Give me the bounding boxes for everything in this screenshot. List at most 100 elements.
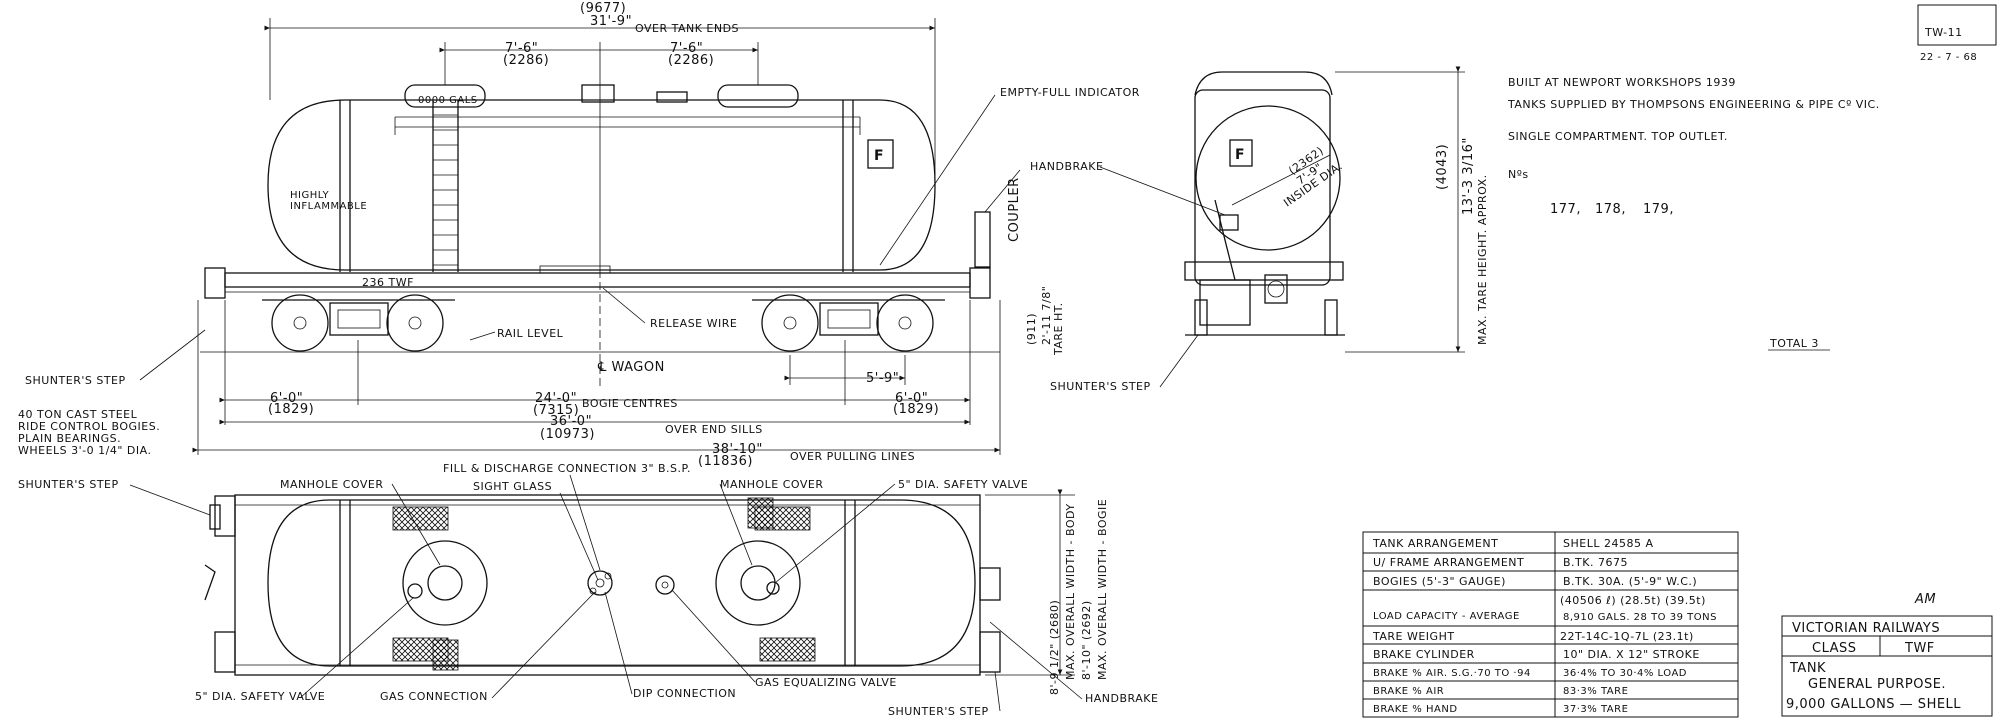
side-rail-level: RAIL LEVEL [497, 327, 564, 340]
side-empty-full-label: EMPTY-FULL INDICATOR [1000, 86, 1140, 99]
side-shunters-step-label: SHUNTER'S STEP [25, 374, 126, 387]
spec-table: TANK ARRANGEMENT SHELL 24585 A U/ FRAME … [1362, 531, 1739, 718]
end-elevation: F (2362) 7'-9" INSIDE DIA. (4043) 13'-3 … [1030, 66, 1489, 393]
spec-row-cylinder-label: BRAKE CYLINDER [1373, 648, 1475, 661]
note-nos-label: Nºs [1508, 168, 1529, 181]
side-underframe [224, 272, 971, 288]
end-tank-circle [1195, 105, 1341, 251]
plan-manhole-right-label: MANHOLE COVER [720, 478, 824, 491]
spec-row-uframe-value: B.TK. 7675 [1563, 556, 1628, 569]
side-tare-ht: TARE HT. [1052, 302, 1065, 356]
plan-gas-equalizing-label: GAS EQUALIZING VALVE [755, 676, 897, 689]
side-over-tank-ends-mm: (9677) [580, 1, 626, 16]
bogie-note-line4: WHEELS 3'-0 1/4" DIA. [18, 444, 151, 457]
plan-safety-valve-bottom-label: 5" DIA. SAFETY VALVE [195, 690, 325, 703]
title-block: VICTORIAN RAILWAYS CLASS TWF TANK GENERA… [1781, 592, 1993, 717]
spec-row-tank-label: TANK ARRANGEMENT [1372, 537, 1498, 550]
sheet-number: TW-11 [1924, 26, 1963, 39]
plan-fill-discharge-label: FILL & DISCHARGE CONNECTION 3" B.S.P. [443, 462, 691, 475]
spec-row-bogies-label: BOGIES (5'-3" GAUGE) [1373, 575, 1506, 588]
side-tank-body [267, 99, 936, 271]
spec-row-load-label: LOAD CAPACITY - AVERAGE [1373, 611, 1520, 622]
note-tanks: TANKS SUPPLIED BY THOMPSONS ENGINEERING … [1507, 98, 1880, 111]
side-placard [867, 139, 894, 169]
side-over-pulling-label: OVER PULLING LINES [790, 450, 915, 463]
side-overhang-left: 6'-0" [270, 391, 303, 406]
spec-row-load-value-top: (40506 ℓ) (28.5t) (39.5t) [1560, 594, 1706, 607]
plan-width-body-label: MAX. OVERALL WIDTH - BODY [1064, 503, 1077, 680]
plan-dip-connection [655, 575, 675, 595]
spec-row-brake-air-sg-label: BRAKE % AIR. S.G.·70 TO ·94 [1373, 668, 1531, 679]
plan-manhole-left-label: MANHOLE COVER [280, 478, 384, 491]
side-gals-label: 0000 GALS [418, 95, 478, 106]
plan-shunters-step-top-label: SHUNTER'S STEP [18, 478, 119, 491]
plan-shunters-step-bottom-label: SHUNTER'S STEP [888, 705, 989, 718]
spec-row-tare-label: TARE WEIGHT [1372, 630, 1455, 643]
side-over-sills-label: OVER END SILLS [665, 423, 763, 436]
side-wagon-centreline: ℄ WAGON [597, 360, 665, 375]
side-bogie-centres-label: BOGIE CENTRES [582, 397, 678, 410]
plan-safety-valve-top-label: 5" DIA. SAFETY VALVE [898, 478, 1028, 491]
spec-row-brake-air-value: 83·3% TARE [1563, 686, 1628, 697]
side-overhang-right: 6'-0" [895, 391, 928, 406]
side-release-wire: RELEASE WIRE [650, 317, 737, 330]
side-elevation: 0000 GALS F HIGHLY INFLAMMABLE 236 TWF [25, 1, 1140, 469]
side-bogie-left [262, 294, 455, 352]
plan-walkway-hatch-br [759, 637, 816, 662]
plan-ladder-hatch-bottom [432, 639, 459, 671]
spec-row-cylinder-value: 10" DIA. X 12" STROKE [1563, 648, 1700, 661]
plan-handbrake-label: HANDBRAKE [1085, 692, 1158, 705]
svg-text:F: F [874, 148, 884, 164]
plan-manhole-right [715, 540, 801, 626]
side-ladder [432, 100, 459, 272]
note-number-3: 179, [1643, 202, 1674, 217]
title-class-label: CLASS [1812, 641, 1857, 656]
title-line3: 9,000 GALLONS — SHELL [1786, 697, 1961, 712]
plan-width-bogie: 8'-10" (2692) [1080, 600, 1093, 680]
spec-row-tare-value: 22T-14C-1Q-7L (23.1t) [1560, 630, 1694, 643]
spec-row-brake-air-sg-value: 36·4% TO 30·4% LOAD [1563, 668, 1687, 679]
note-number-2: 178, [1595, 202, 1626, 217]
bogie-note: 40 TON CAST STEEL RIDE CONTROL BOGIES. P… [18, 408, 160, 457]
note-number-1: 177, [1550, 202, 1581, 217]
side-over-tank-ends: 31'-9" [590, 14, 632, 29]
sheet-date: 22 - 7 - 68 [1920, 52, 1977, 63]
side-coupler-height: 2'-11 7/8" [1040, 286, 1053, 345]
side-overhang-left-mm: (1829) [268, 402, 314, 417]
spec-row-bogies-value: B.TK. 30A. (5'-9" W.C.) [1563, 575, 1697, 588]
spec-row-brake-hand-label: BRAKE % HAND [1373, 704, 1458, 715]
sheet-number-box: TW-11 22 - 7 - 68 [1917, 4, 1997, 63]
general-notes: BUILT AT NEWPORT WORKSHOPS 1939 TANKS SU… [1507, 76, 1880, 351]
title-class-value: TWF [1904, 641, 1935, 656]
note-total: TOTAL 3 [1769, 337, 1819, 350]
title-line2: GENERAL PURPOSE. [1808, 677, 1946, 692]
bogie-note-line1: 40 TON CAST STEEL [18, 408, 138, 421]
plan-dip-connection-label: DIP CONNECTION [633, 687, 736, 700]
side-wheelbase: 5'-9" [866, 371, 899, 386]
side-right-dome [717, 84, 799, 108]
side-half-span-left-mm: (2286) [503, 53, 549, 68]
end-placard [1229, 139, 1253, 167]
plan-gas-connection-label: GAS CONNECTION [380, 690, 488, 703]
end-handrail [1194, 71, 1333, 96]
side-half-span-right: 7'-6" [670, 41, 703, 56]
side-warning-line2: INFLAMMABLE [290, 201, 367, 212]
title-initials: AM [1914, 592, 1936, 607]
spec-row-brake-hand-value: 37·3% TARE [1563, 704, 1628, 715]
plan-ladder-hatch-top [747, 497, 774, 529]
plan-sight-glass-label: SIGHT GLASS [473, 480, 552, 493]
side-coupler-label: COUPLER [1007, 177, 1022, 242]
end-handbrake-label: HANDBRAKE [1030, 160, 1103, 173]
side-over-pulling: 38'-10" [712, 442, 763, 457]
end-height: 13'-3 3/16" [1461, 137, 1476, 215]
spec-row-brake-air-label: BRAKE % AIR [1373, 686, 1444, 697]
note-compartment: SINGLE COMPARTMENT. TOP OUTLET. [1508, 130, 1728, 143]
plan-fill-discharge [587, 570, 613, 596]
plan-width-body: 8'-9 1/2" (2680) [1048, 600, 1061, 695]
side-half-span-right-mm: (2286) [668, 53, 714, 68]
side-over-tank-ends-label: OVER TANK ENDS [635, 22, 739, 35]
plan-walkway-hatch-tl [392, 506, 449, 531]
spec-row-tank-value: SHELL 24585 A [1563, 537, 1653, 550]
side-overhang-right-mm: (1829) [893, 402, 939, 417]
side-wagon-number: 236 TWF [362, 276, 414, 289]
